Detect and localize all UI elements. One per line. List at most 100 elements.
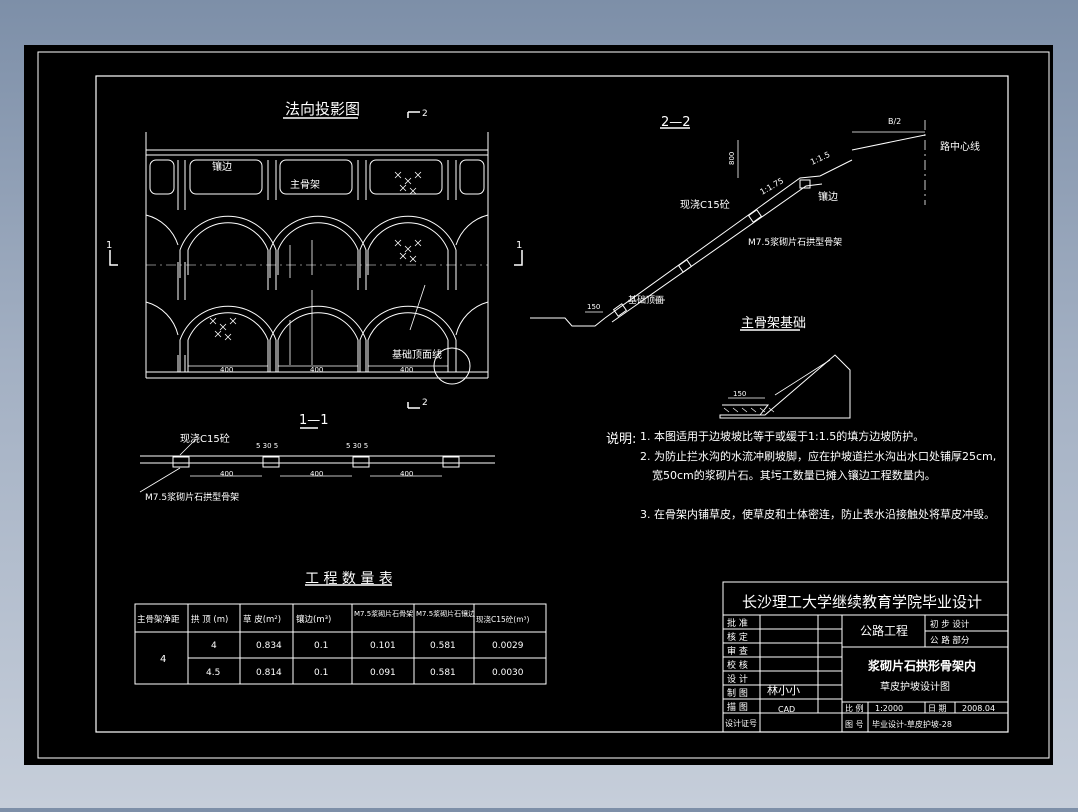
svg-text:0.101: 0.101 xyxy=(370,641,396,651)
cad-label: CAD xyxy=(778,705,795,714)
svg-text:0.581: 0.581 xyxy=(430,641,456,651)
dim-150-foundation: 150 xyxy=(733,390,746,398)
svg-text:制 图: 制 图 xyxy=(727,687,748,699)
label-rubble: M7.5浆砌片石拱型骨架 xyxy=(145,491,239,503)
sheet-background xyxy=(24,45,1053,765)
drawing-no-value: 毕业设计-草皮护坡-28 xyxy=(872,719,952,729)
dim1-400-a: 400 xyxy=(220,470,233,478)
svg-text:0.834: 0.834 xyxy=(256,641,282,651)
dim-400-b: 400 xyxy=(310,366,323,374)
sheet-inner-border xyxy=(95,75,1009,733)
svg-text:0.0029: 0.0029 xyxy=(492,641,524,651)
upper-arches xyxy=(145,214,489,278)
date-label: 日 期 xyxy=(928,704,947,713)
svg-text:0.0030: 0.0030 xyxy=(492,668,524,678)
table-row-1: 4.5 0.814 0.1 0.091 0.581 0.0030 xyxy=(206,668,524,678)
label-concrete-edge: 现浇C15砼 xyxy=(680,198,730,211)
svg-text:0.1: 0.1 xyxy=(314,668,328,678)
label-edge: 镶边 xyxy=(818,190,838,203)
drawing-title-main: 浆砌片石拱形骨架内 xyxy=(867,658,976,673)
svg-text:4.5: 4.5 xyxy=(206,668,220,678)
label-half-width: B/2 xyxy=(888,117,901,126)
project-name: 公路工程 xyxy=(860,623,908,638)
dim-400-c: 400 xyxy=(400,366,413,374)
slope-surface xyxy=(604,159,853,319)
dim1-5-30-5-a: 5 30 5 xyxy=(256,442,278,450)
svg-text:0.091: 0.091 xyxy=(370,668,396,678)
th-1: 拱 顶 (m) xyxy=(191,614,228,625)
th-2: 草 皮(m²) xyxy=(243,614,281,625)
elevation-title: 法向投影图 xyxy=(285,100,360,118)
label-rubble-arch: M7.5浆砌片石拱型骨架 xyxy=(748,236,842,248)
section-1-blocks xyxy=(172,456,460,468)
table-row-0: 4 0.834 0.1 0.101 0.581 0.0029 xyxy=(211,641,524,651)
foundation-title: 主骨架基础 xyxy=(741,316,806,331)
svg-text:0.1: 0.1 xyxy=(314,641,328,651)
drawing-no-label: 图 号 xyxy=(845,720,864,729)
svg-text:4: 4 xyxy=(211,641,217,651)
svg-text:核 定: 核 定 xyxy=(727,631,748,643)
quantity-table-frame xyxy=(134,584,547,685)
road-surface xyxy=(851,134,926,151)
label-center-line: 路中心线 xyxy=(940,140,980,153)
label-main-skeleton: 主骨架 xyxy=(290,179,320,191)
school-title: 长沙理工大学继续教育学院毕业设计 xyxy=(742,593,982,611)
top-panels xyxy=(149,159,485,195)
stage-top: 初 步 设计 xyxy=(930,619,970,630)
ground-line xyxy=(530,317,606,327)
cut-mark-top xyxy=(407,111,420,118)
grass-hatch xyxy=(209,171,422,341)
label-edge-strip: 镶边 xyxy=(212,160,232,173)
svg-text:0.814: 0.814 xyxy=(256,668,282,678)
table-headers: 主骨架净距 拱 顶 (m) 草 皮(m²) 镶边(m³) M7.5浆砌片石骨架 … xyxy=(137,609,530,625)
note-2: 2. 为防止拦水沟的水流冲刷坡脚，应在护坡道拦水沟出水口处铺厚25cm, xyxy=(640,449,996,463)
th-5: M7.5浆砌片石镶边 xyxy=(416,609,475,618)
dim1-400-c: 400 xyxy=(400,470,413,478)
label-concrete: 现浇C15砼 xyxy=(180,432,230,445)
title-block-left-labels: 批 准 核 定 审 查 校 核 设 计 制 图 描 图 设计证号 xyxy=(725,617,757,728)
cut-label-right: 1 xyxy=(516,240,522,251)
table-title: 工 程 数 量 表 xyxy=(305,571,393,587)
section-1-1 xyxy=(139,427,495,493)
section-2-title: 2—2 xyxy=(661,115,691,130)
cut-mark-left xyxy=(109,250,118,266)
cut-label-top: 2 xyxy=(422,109,428,119)
slope-inner xyxy=(611,183,823,323)
svg-text:校 核: 校 核 xyxy=(727,659,748,671)
cut-label-left: 1 xyxy=(106,240,112,251)
slope-blocks xyxy=(612,179,811,317)
dim-400-a: 400 xyxy=(220,366,233,374)
dim-800-section: 800 xyxy=(728,152,736,165)
sheet-outer-border xyxy=(37,51,1050,759)
lower-arches xyxy=(145,301,489,372)
note-2-cont: 宽50cm的浆砌片石。其圬工数量已摊入镶边工程数量内。 xyxy=(652,468,936,482)
cut-mark-right xyxy=(514,250,523,266)
th-0: 主骨架净距 xyxy=(137,614,180,625)
note-3: 3. 在骨架内铺草皮，使草皮和土体密连，防止表水沿接触处将草皮冲毁。 xyxy=(640,507,995,521)
svg-text:批 准: 批 准 xyxy=(727,617,748,629)
designer-name: 林小小 xyxy=(767,683,800,697)
dim-150-section: 150 xyxy=(587,303,600,311)
th-6: 现浇C15砼(m³) xyxy=(476,614,530,624)
date-value: 2008.04 xyxy=(962,704,995,713)
elevation-dimensions xyxy=(188,240,448,367)
dim1-5-30-5-b: 5 30 5 xyxy=(346,442,368,450)
label-foundation-line: 基础顶面线 xyxy=(392,348,442,361)
scale-value: 1:2000 xyxy=(875,704,903,713)
section-1-title: 1—1 xyxy=(299,413,329,428)
td-merged: 4 xyxy=(160,654,166,665)
stage-bottom: 公 路 部分 xyxy=(930,635,970,646)
note-1: 1. 本图适用于边坡坡比等于或缓于1:1.5的填方边坡防护。 xyxy=(640,429,924,443)
foundation-detail xyxy=(719,354,851,419)
drawing-title-sub: 草皮护坡设计图 xyxy=(880,680,950,693)
th-4: M7.5浆砌片石骨架 xyxy=(354,609,413,618)
cut-label-bottom: 2 xyxy=(422,398,428,408)
th-3: 镶边(m³) xyxy=(296,614,331,625)
section-2-2 xyxy=(530,120,926,327)
svg-text:审 查: 审 查 xyxy=(727,645,748,657)
svg-text:0.581: 0.581 xyxy=(430,668,456,678)
dim1-400-b: 400 xyxy=(310,470,323,478)
svg-text:描 图: 描 图 xyxy=(727,701,748,713)
